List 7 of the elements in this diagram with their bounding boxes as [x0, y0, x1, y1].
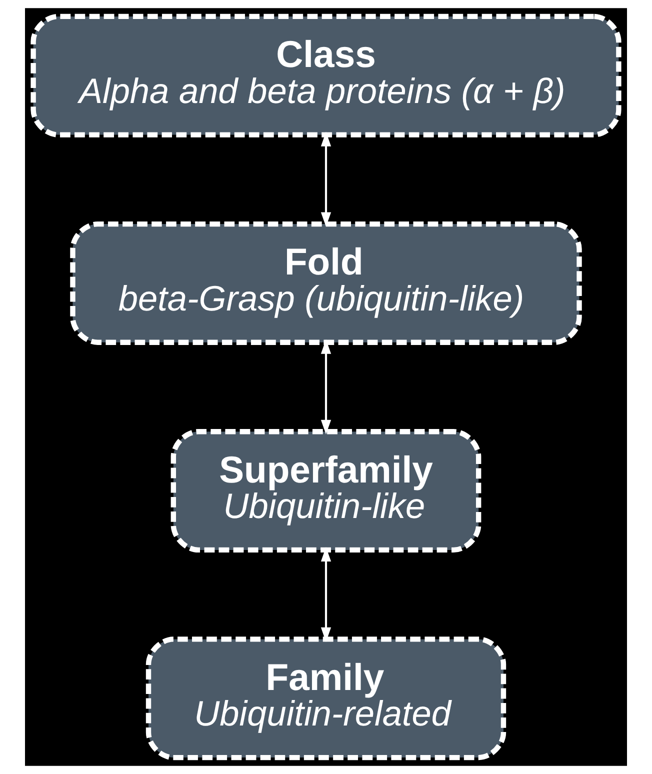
- arrow: [320, 546, 332, 642]
- node-box: Class Alpha and beta proteins (α + β): [30, 14, 622, 138]
- node-box: Superfamily Ubiquitin-like: [170, 429, 482, 553]
- node-box: Fold beta-Grasp (ubiquitin-like): [70, 221, 582, 345]
- node-box: Family Ubiquitin-related: [146, 636, 506, 760]
- arrow: [320, 132, 332, 227]
- arrow: [320, 339, 332, 434]
